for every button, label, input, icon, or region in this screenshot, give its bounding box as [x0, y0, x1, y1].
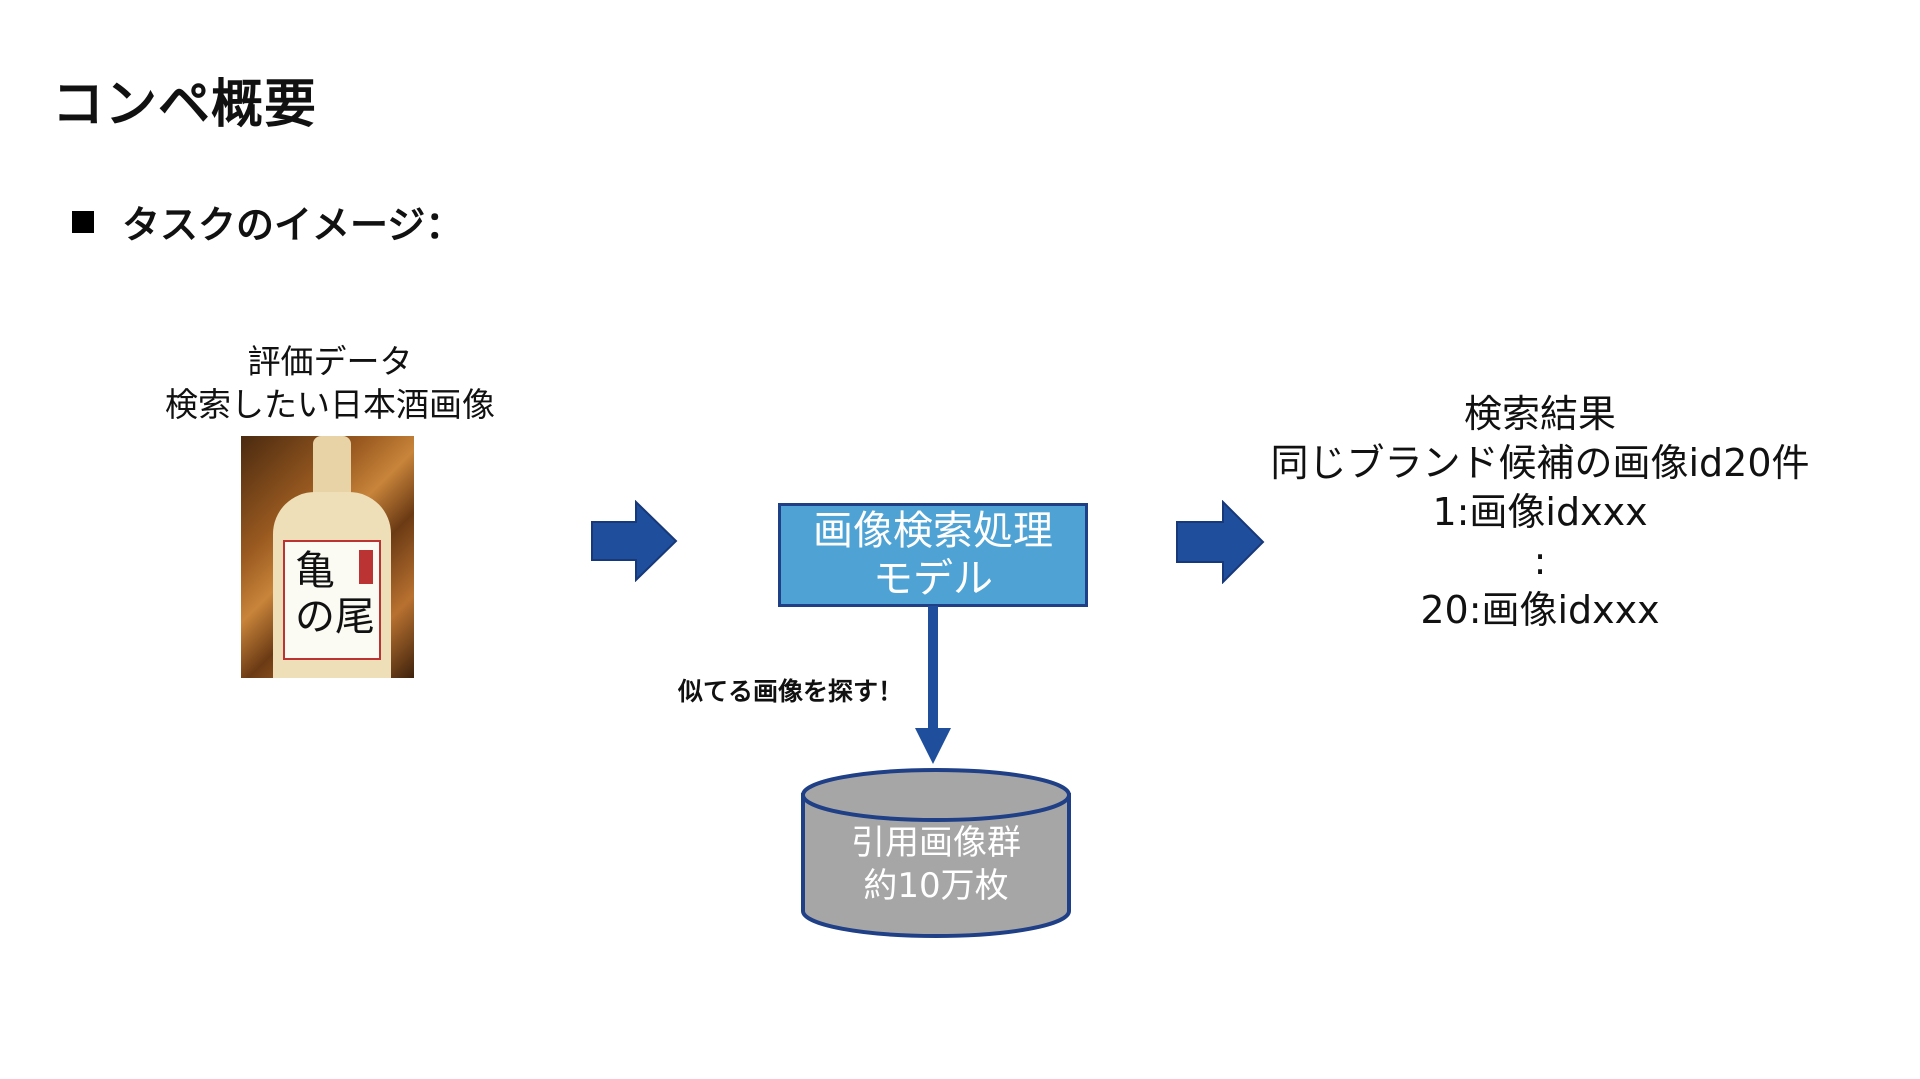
- result-line4: :: [1533, 539, 1547, 583]
- model-box: 画像検索処理 モデル: [778, 503, 1088, 607]
- section-label: タスクのイメージ：: [122, 203, 464, 247]
- right-arrow-icon: [1176, 500, 1265, 584]
- search-result-caption: 検索結果 同じブランド候補の画像id20件 1:画像idxxx : 20:画像i…: [1240, 390, 1840, 635]
- right-arrow-shape: [591, 500, 678, 582]
- database-body: [801, 793, 1071, 938]
- right-arrow-icon: [591, 500, 678, 582]
- down-arrow-icon: [915, 606, 951, 764]
- reference-db-line2: 約10万枚: [863, 866, 1009, 906]
- result-line1: 検索結果: [1463, 392, 1616, 436]
- model-box-line1: 画像検索処理: [813, 508, 1053, 554]
- sake-bottle-image: 亀の尾: [241, 436, 414, 678]
- bottle-label-logo: 亀の尾: [295, 548, 375, 640]
- model-box-line2: モデル: [873, 556, 993, 602]
- black-square-bullet-icon: [72, 210, 94, 233]
- down-arrow-head: [915, 728, 951, 764]
- reference-db-line1: 引用画像群: [851, 823, 1021, 863]
- page-title: コンペ概要: [52, 75, 318, 135]
- evaluation-caption-line1: 評価データ: [247, 342, 413, 381]
- result-line5: 20:画像idxxx: [1420, 588, 1660, 632]
- search-arrow-label: 似てる画像を探す！: [678, 677, 904, 706]
- section-heading: タスクのイメージ：: [72, 194, 463, 249]
- bottle-label-seal: [359, 550, 373, 584]
- reference-db-label: 引用画像群 約10万枚: [800, 822, 1072, 908]
- cylinder-database-icon: [801, 768, 1071, 938]
- result-line3: 1:画像idxxx: [1432, 490, 1648, 534]
- down-arrow-shaft: [928, 606, 938, 730]
- bottle-label: 亀の尾: [283, 540, 381, 660]
- database-top: [801, 768, 1071, 822]
- evaluation-caption-line2: 検索したい日本酒画像: [165, 385, 495, 424]
- result-line2: 同じブランド候補の画像id20件: [1270, 441, 1810, 485]
- right-arrow-shape: [1176, 500, 1265, 584]
- evaluation-caption: 評価データ 検索したい日本酒画像: [130, 340, 530, 426]
